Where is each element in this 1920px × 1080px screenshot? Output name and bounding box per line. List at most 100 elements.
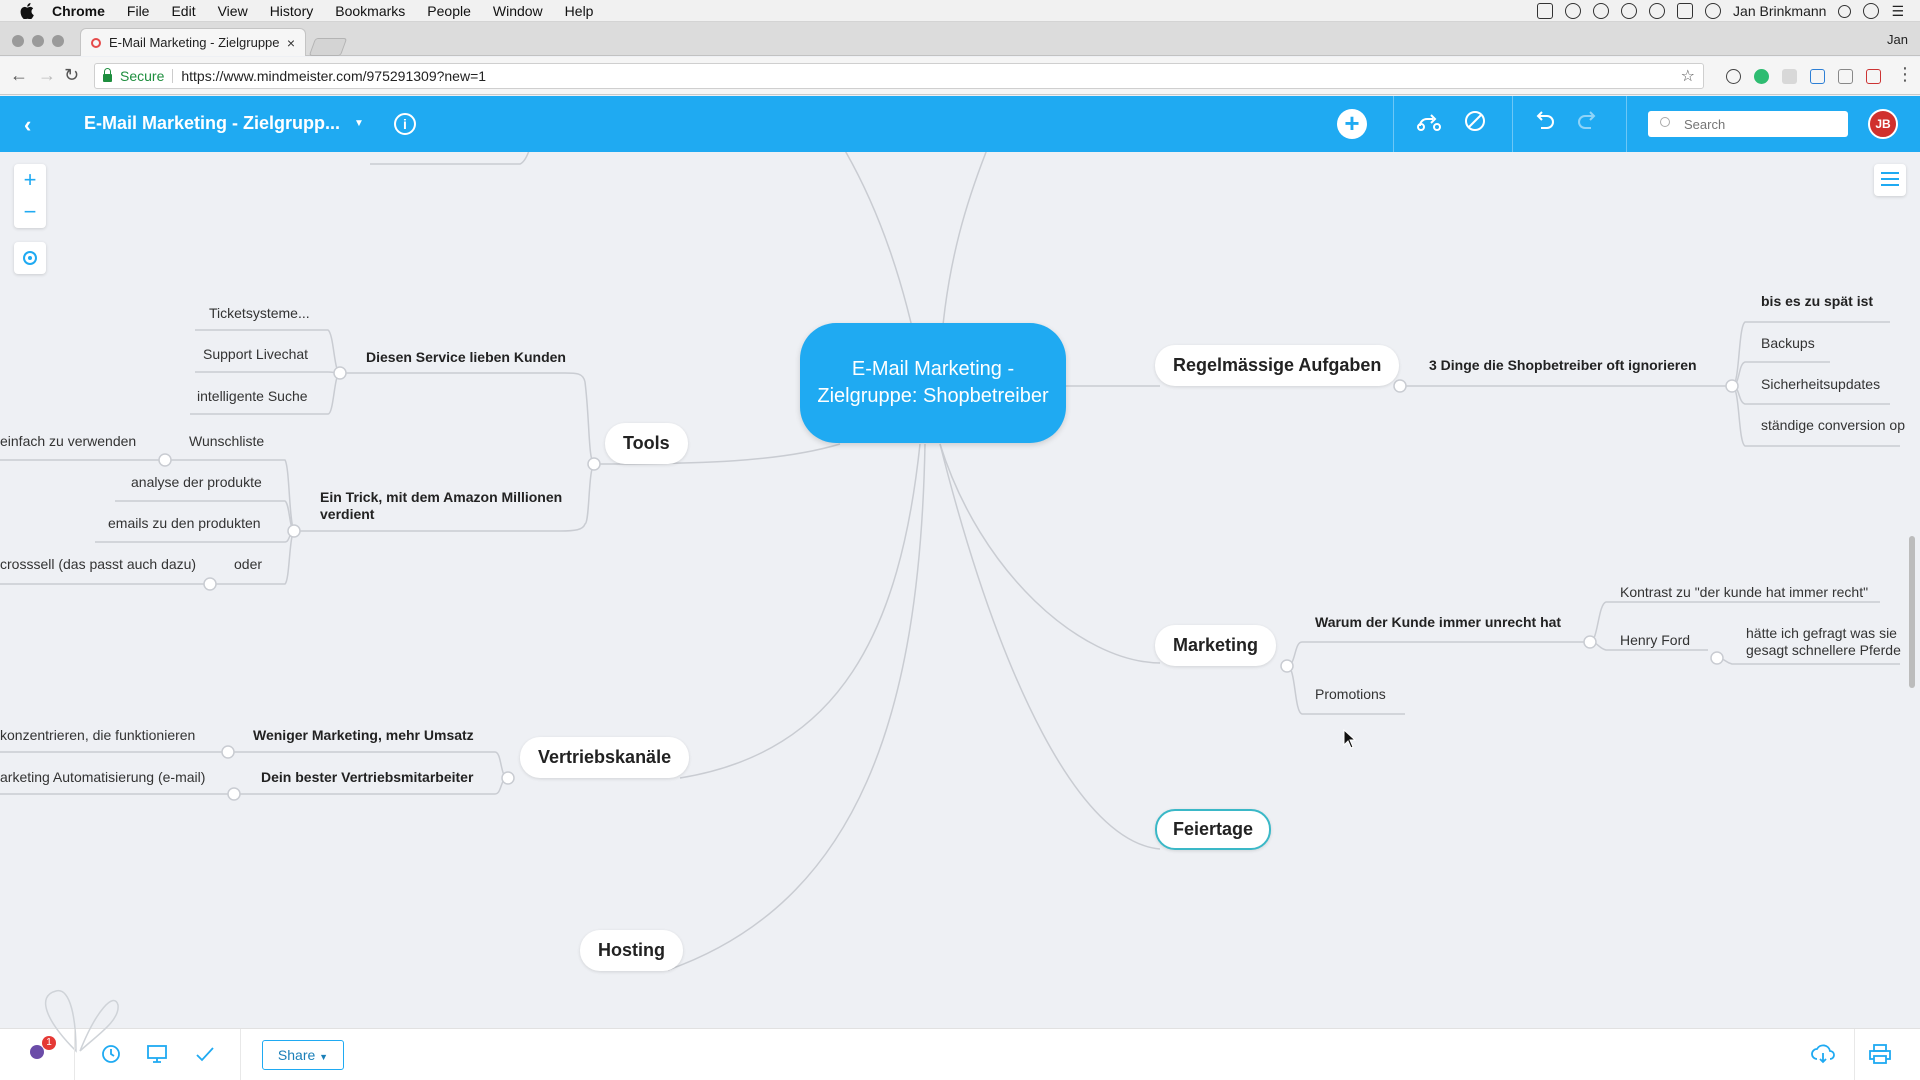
mindmap-node-emails[interactable]: emails zu den produkten (108, 515, 261, 531)
mindmap-node-crosssell[interactable]: crosssell (das passt auch dazu) (0, 556, 197, 572)
vertical-scrollbar[interactable] (1909, 536, 1915, 688)
onepassword-icon[interactable] (1621, 3, 1638, 19)
no-style-icon[interactable] (1464, 110, 1486, 138)
mindmap-node-amazon-trick[interactable]: Ein Trick, mit dem Amazon Millionen verd… (320, 489, 563, 522)
mindmap-node-wunschliste[interactable]: Wunschliste (189, 433, 265, 449)
mindmeister-header: ‹ E-Mail Marketing - Zielgrupp... ▼ i + … (0, 96, 1920, 152)
menu-file[interactable]: File (126, 2, 150, 19)
mindmap-node-henry-ford[interactable]: Henry Ford (1620, 632, 1691, 648)
mindmap-node-bester-vertrieb[interactable]: Dein bester Vertriebsmitarbeiter (261, 769, 474, 785)
mindmap-node-oder[interactable]: oder (234, 556, 263, 572)
menu-history[interactable]: History (269, 2, 314, 19)
connect-icon[interactable] (1416, 110, 1442, 138)
bookmark-star-icon[interactable]: ☆ (1680, 68, 1695, 85)
mindmap-root-node[interactable]: E-Mail Marketing - Zielgruppe: Shopbetre… (800, 323, 1066, 443)
help-icon[interactable] (30, 1045, 44, 1059)
forward-arrow-icon[interactable]: → (38, 65, 56, 85)
mindmap-node-analyse[interactable]: analyse der produkte (131, 474, 262, 490)
lock-icon (103, 68, 112, 82)
back-chevron-icon[interactable]: ‹ (24, 112, 32, 137)
mindmap-node-livechat[interactable]: Support Livechat (203, 346, 309, 362)
menubar-username[interactable]: Jan Brinkmann (1733, 3, 1827, 19)
back-arrow-icon[interactable]: ← (10, 65, 28, 85)
mindmap-node-ticketsysteme[interactable]: Ticketsysteme... (209, 305, 310, 321)
airplay-icon[interactable] (1677, 3, 1694, 19)
info-icon[interactable]: i (394, 113, 416, 135)
share-button[interactable]: Share ▼ (262, 1040, 344, 1070)
extension-generic-icon[interactable] (1782, 69, 1797, 84)
redo-icon[interactable] (1576, 110, 1600, 138)
extension-code-icon[interactable] (1838, 69, 1853, 84)
presentation-icon[interactable] (146, 1043, 168, 1071)
task-check-icon[interactable] (194, 1043, 216, 1071)
mindmap-node-automatisierung[interactable]: arketing Automatisierung (e-mail) (0, 769, 206, 785)
spotlight-search-icon[interactable] (1838, 4, 1852, 18)
zoom-in-button[interactable]: + (23, 167, 37, 192)
mindmap-node-konzentrieren[interactable]: konzentrieren, die funktionieren (0, 727, 196, 743)
center-map-button[interactable] (14, 242, 46, 274)
mindmap-node-regelmaessige-aufgaben[interactable]: Regelmässige Aufgaben (1155, 345, 1400, 386)
mindmap-node-backups[interactable]: Backups (1761, 335, 1815, 351)
zoom-out-button[interactable]: − (23, 199, 37, 224)
new-tab-button[interactable] (308, 38, 348, 56)
vpn-icon[interactable] (1649, 3, 1666, 19)
notification-center-icon[interactable]: ☰ (1891, 2, 1904, 19)
mindmap-node-fragment[interactable]: ... (440, 152, 452, 154)
time-machine-icon[interactable] (1705, 3, 1722, 19)
mindmap-node-conversion[interactable]: ständige conversion op (1761, 417, 1905, 433)
user-avatar[interactable]: JB (1868, 109, 1898, 139)
url-text[interactable]: https://www.mindmeister.com/975291309?ne… (181, 68, 487, 84)
mindmap-node-zu-spaet[interactable]: bis es zu spät ist (1761, 293, 1874, 309)
extension-save-icon[interactable] (1866, 69, 1881, 84)
mindmap-node-kunde-unrecht[interactable]: Warum der Kunde immer unrecht hat (1315, 614, 1562, 630)
menu-chrome[interactable]: Chrome (52, 2, 105, 19)
window-close-button[interactable] (12, 35, 24, 47)
mindmap-node-feiertage[interactable]: Feiertage (1155, 809, 1272, 850)
mindmap-node-hosting[interactable]: Hosting (580, 930, 683, 971)
sidebar-menu-button[interactable] (1874, 164, 1906, 196)
menu-view[interactable]: View (217, 2, 248, 19)
screen-record-icon[interactable] (1537, 3, 1554, 19)
bottom-toolbar: 1 Share ▼ (0, 990, 1920, 1080)
mindmap-node-sicherheitsupdates[interactable]: Sicherheitsupdates (1761, 376, 1881, 392)
chrome-menu-icon[interactable]: ⋮ (1896, 64, 1914, 84)
tab-close-icon[interactable]: × (286, 34, 295, 51)
cloud-download-icon[interactable] (1810, 1043, 1836, 1071)
window-minimize-button[interactable] (32, 35, 44, 47)
extension-onepassword-icon[interactable] (1726, 69, 1741, 84)
add-node-button[interactable]: + (1337, 109, 1367, 139)
mindmap-node-vertriebskanaele[interactable]: Vertriebskanäle (520, 737, 690, 778)
extension-mixmax-icon[interactable] (1754, 69, 1769, 84)
mindmap-node-suche[interactable]: intelligente Suche (197, 388, 308, 404)
menu-bookmarks[interactable]: Bookmarks (335, 2, 406, 19)
reload-icon[interactable]: ↻ (64, 65, 80, 85)
mindmap-canvas[interactable]: ... E-Mail Marketing - Zielgruppe: Shopb… (0, 152, 1920, 1028)
mindmap-node-tools[interactable]: Tools (605, 423, 688, 464)
print-icon[interactable] (1868, 1043, 1892, 1071)
history-icon[interactable] (100, 1043, 122, 1071)
mindmap-node-promotions[interactable]: Promotions (1315, 686, 1386, 702)
mindmap-node-henry-quote[interactable]: hätte ich gefragt was sie gesagt schnell… (1746, 625, 1901, 658)
profile-name[interactable]: Jan (1887, 32, 1908, 47)
apple-icon[interactable] (20, 2, 38, 20)
mindmap-node-einfach[interactable]: einfach zu verwenden (0, 433, 137, 449)
menu-help[interactable]: Help (564, 2, 594, 19)
sync-icon[interactable] (1565, 3, 1582, 19)
menu-window[interactable]: Window (492, 2, 543, 19)
map-search-input[interactable] (1648, 111, 1848, 137)
mindmap-node-drei-dinge[interactable]: 3 Dinge die Shopbetreiber oft ignorieren (1429, 357, 1697, 373)
map-title-dropdown[interactable]: E-Mail Marketing - Zielgrupp... ▼ (84, 113, 364, 134)
mindmap-node-service[interactable]: Diesen Service lieben Kunden (366, 349, 566, 365)
cloud-icon[interactable] (1593, 3, 1610, 19)
mindmap-node-marketing[interactable]: Marketing (1155, 625, 1277, 666)
mindmap-node-weniger-marketing[interactable]: Weniger Marketing, mehr Umsatz (253, 727, 474, 743)
undo-icon[interactable] (1532, 110, 1556, 138)
omnibox[interactable]: Secure https://www.mindmeister.com/97529… (94, 63, 1704, 89)
menu-people[interactable]: People (427, 2, 471, 19)
menu-edit[interactable]: Edit (171, 2, 196, 19)
siri-icon[interactable] (1863, 3, 1880, 19)
browser-tab-active[interactable]: E-Mail Marketing - Zielgruppe × (80, 28, 306, 56)
window-zoom-button[interactable] (52, 35, 64, 47)
extension-cast-icon[interactable] (1810, 69, 1825, 84)
mindmap-node-kontrast[interactable]: Kontrast zu "der kunde hat immer recht" (1620, 584, 1869, 600)
